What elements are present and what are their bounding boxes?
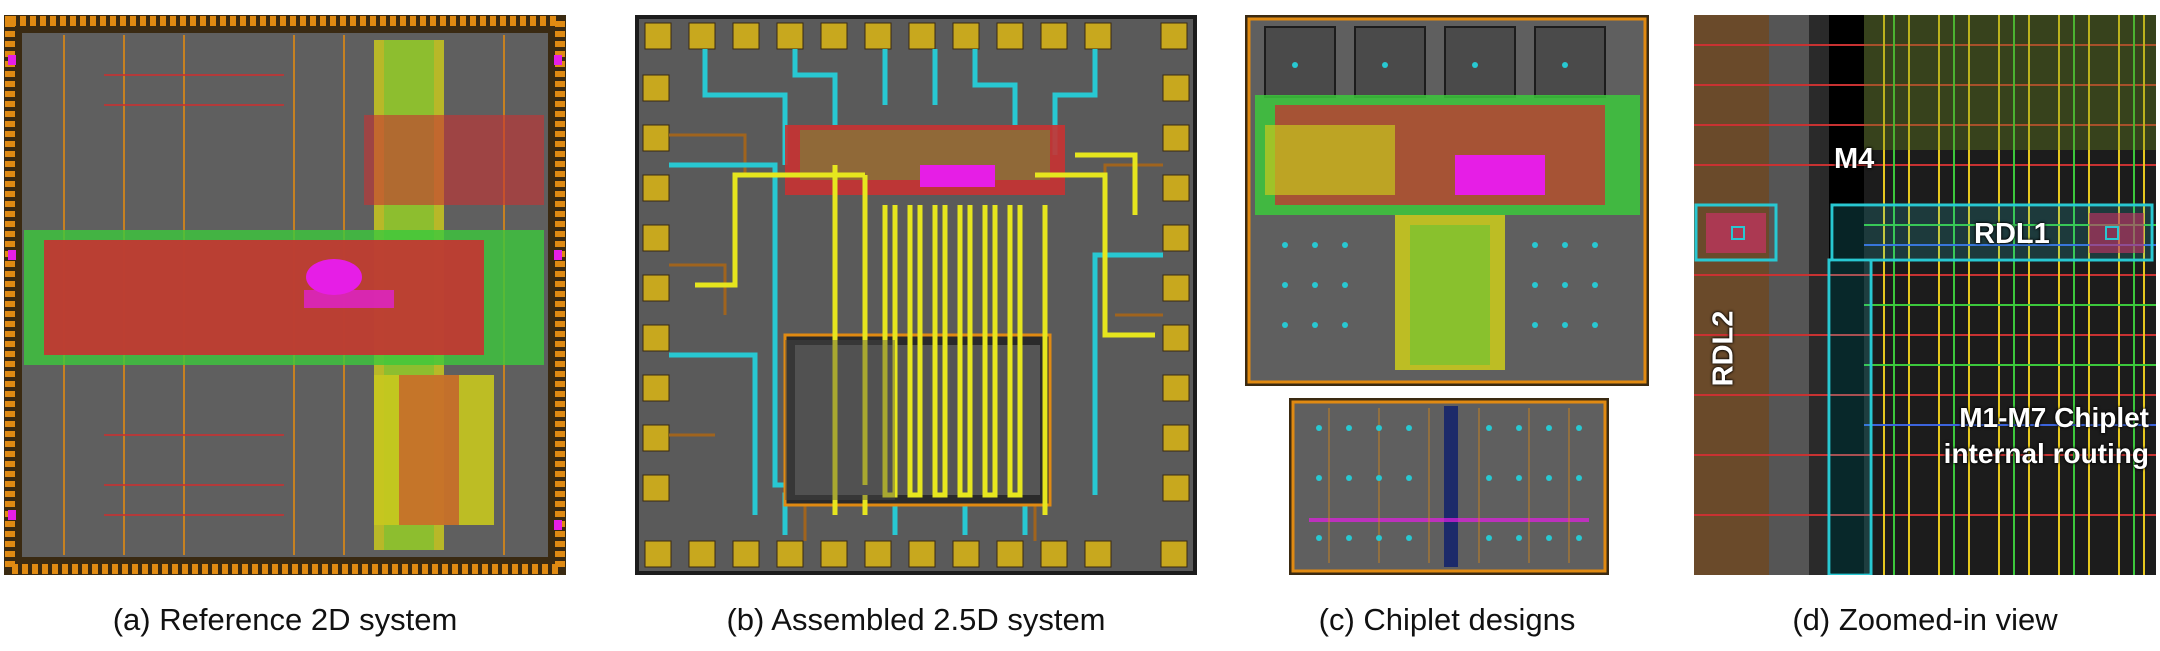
caption-assembled-2-5d: (b) Assembled 2.5D system — [726, 602, 1106, 637]
label-chiplet-line2: internal routing — [1943, 438, 2149, 469]
label-rdl2: RDL2 — [1707, 310, 1740, 387]
assembled-2-5d-layout — [635, 15, 1197, 575]
caption-chiplet-designs: (c) Chiplet designs — [1318, 602, 1576, 637]
caption-reference-2d: (a) Reference 2D system — [112, 602, 458, 637]
reference-2d-layout — [4, 15, 566, 575]
label-m4: M4 — [1834, 143, 1875, 175]
zoomed-in-view: M4 RDL1 RDL2 M1-M7 Chiplet internal rout… — [1694, 15, 2156, 575]
chiplet-design-top — [1245, 15, 1649, 386]
chiplet-design-bottom — [1289, 398, 1609, 575]
label-chiplet-internal-routing: M1-M7 Chiplet internal routing — [1879, 400, 2149, 472]
label-chiplet-line1: M1-M7 Chiplet — [1959, 402, 2149, 433]
label-rdl1: RDL1 — [1974, 218, 2050, 250]
caption-zoomed-in-view: (d) Zoomed-in view — [1792, 602, 2058, 637]
